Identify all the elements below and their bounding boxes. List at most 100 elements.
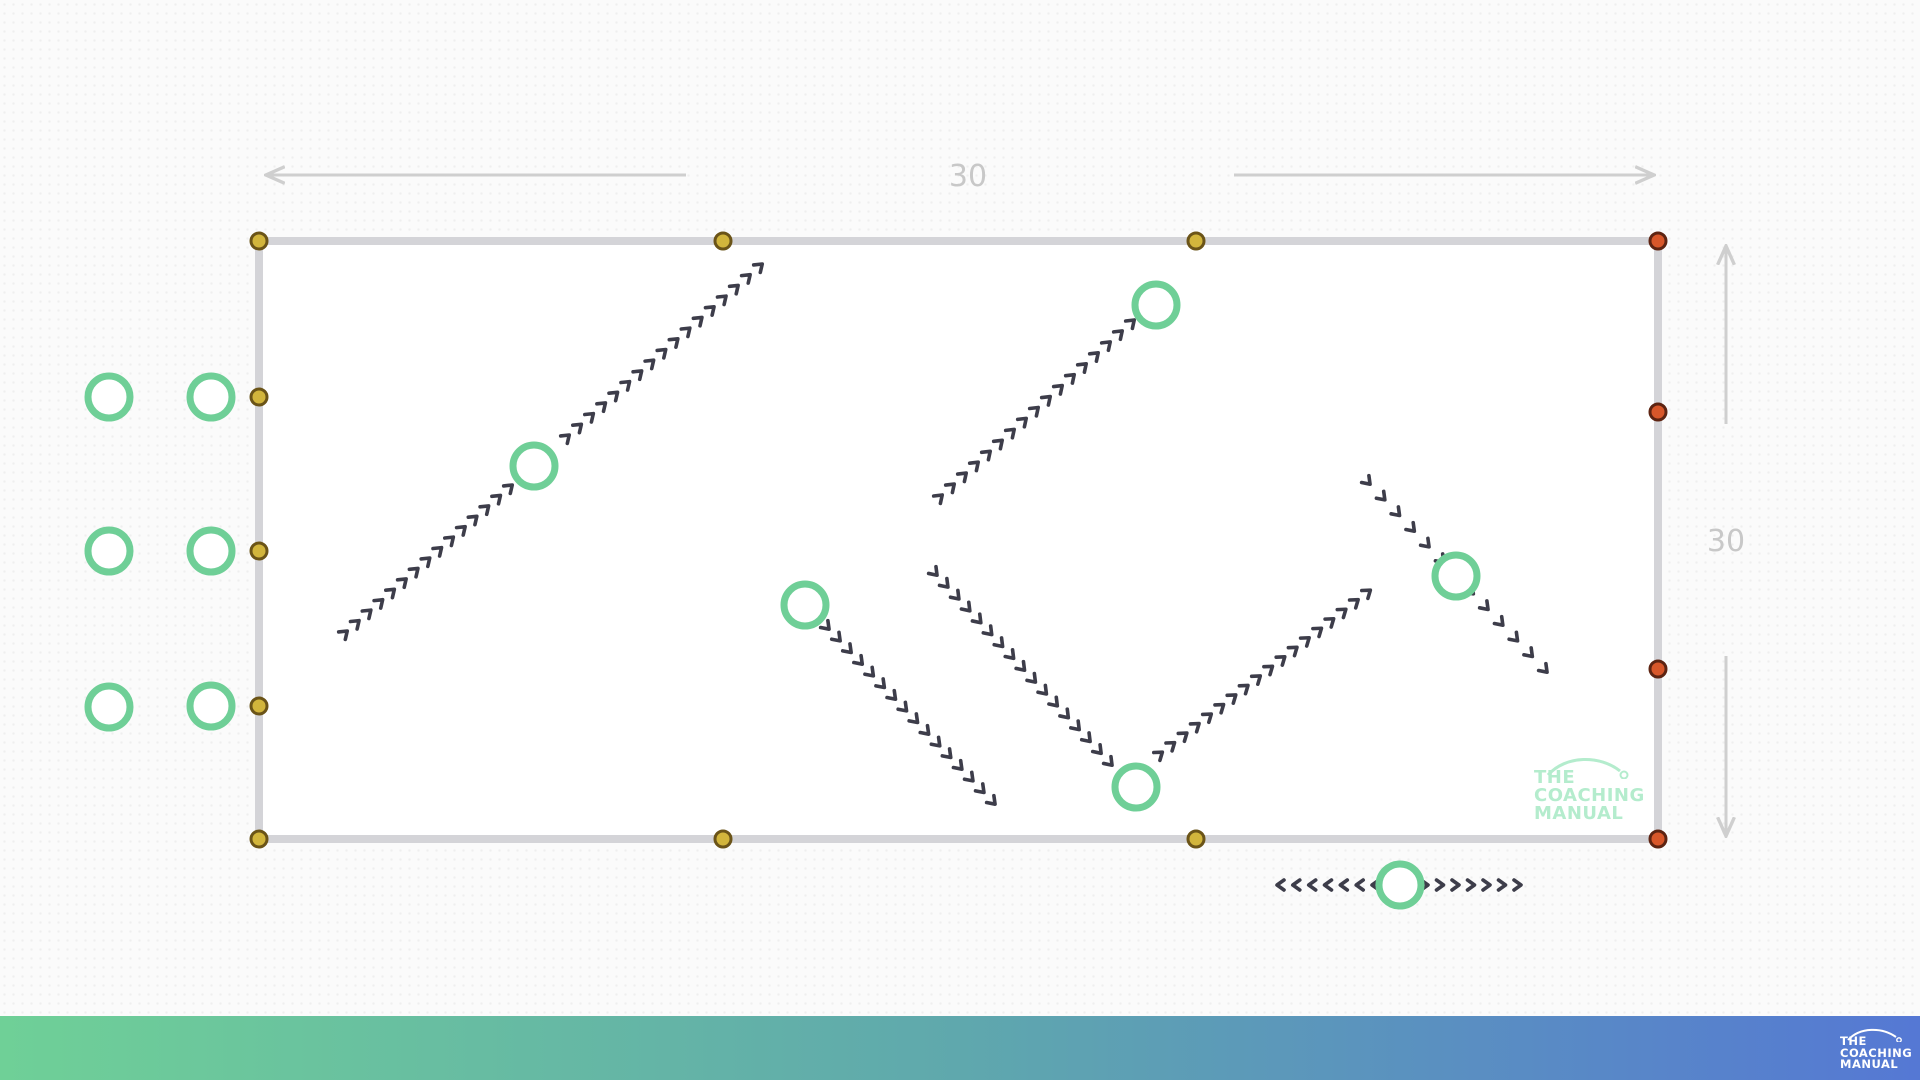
chevron-arrow-icon <box>1347 597 1360 610</box>
footer-gradient-bar <box>0 1016 1920 1080</box>
chevron-arrow-icon <box>1003 647 1016 661</box>
chevron-arrow-icon <box>1338 878 1350 892</box>
chevron-arrow-icon <box>1036 683 1049 696</box>
chevron-arrow-icon <box>1465 878 1477 892</box>
chevron-arrow-icon <box>739 272 752 285</box>
chevron-arrow-icon <box>1069 719 1082 732</box>
chevron-arrow-icon <box>1306 878 1318 892</box>
chevron-arrow-icon <box>1323 616 1336 629</box>
chevron-arrow-icon <box>691 315 704 328</box>
player-ring-icon <box>1375 860 1425 910</box>
chevron-arrow-icon <box>1496 878 1508 892</box>
chevron-arrow-icon <box>1051 383 1065 396</box>
field-logo-line2: COACHING <box>1534 785 1645 806</box>
chevron-arrow-icon <box>1274 655 1287 667</box>
chevron-arrow-icon <box>595 401 608 414</box>
chevron-arrow-icon <box>948 588 961 601</box>
corner-brand-logo: THE COACHING MANUAL <box>1840 1028 1912 1071</box>
player-ring-icon <box>1431 551 1481 601</box>
chevron-arrow-icon <box>1359 588 1373 601</box>
chevron-arrow-icon <box>943 482 957 495</box>
chevron-arrow-icon <box>395 577 408 590</box>
chevron-arrow-icon <box>926 564 939 578</box>
chevron-arrow-icon <box>896 700 909 713</box>
chevron-arrow-icon <box>1225 693 1238 706</box>
player-ring-icon <box>84 682 134 732</box>
chevron-arrow-icon <box>940 747 953 760</box>
chevron-arrow-icon <box>1522 646 1535 659</box>
chevron-arrow-icon <box>885 688 898 701</box>
chevron-arrow-icon <box>1079 731 1092 744</box>
chevron-arrow-icon <box>360 608 373 621</box>
chevron-arrow-icon <box>984 793 997 806</box>
chevron-arrow-icon <box>1311 626 1324 639</box>
chevron-arrow-icon <box>1075 361 1089 374</box>
chevron-arrow-icon <box>1027 405 1041 418</box>
chevron-arrow-icon <box>582 411 596 424</box>
player-ring-icon <box>1111 762 1161 812</box>
chevron-arrow-icon <box>383 587 397 600</box>
movement-trail <box>558 262 765 446</box>
field-logo-line1: THE <box>1534 767 1576 788</box>
player-ring-icon <box>84 526 134 576</box>
cones <box>249 231 1668 849</box>
player-ring-icon <box>780 580 830 630</box>
chevron-arrow-icon <box>372 597 385 610</box>
chevron-arrow-icon <box>818 618 831 631</box>
player-ring-icon <box>186 681 236 731</box>
field-logo-line3: MANUAL <box>1534 803 1624 824</box>
cone-orange-icon <box>1648 659 1668 679</box>
movement-trails <box>336 262 1549 892</box>
cone-yellow-icon <box>249 541 269 561</box>
chevron-arrow-icon <box>478 504 491 517</box>
chevron-arrow-icon <box>667 337 680 349</box>
chevron-arrow-icon <box>1404 520 1417 533</box>
cone-yellow-icon <box>249 387 269 407</box>
chevron-arrow-icon <box>1477 599 1490 612</box>
corner-logo-line3: MANUAL <box>1840 1057 1899 1071</box>
chevron-arrow-icon <box>1512 878 1523 892</box>
chevron-arrow-icon <box>1099 340 1113 353</box>
chevron-arrow-icon <box>1507 630 1520 643</box>
chevron-arrow-icon <box>607 390 620 403</box>
chevron-arrow-icon <box>1389 505 1402 518</box>
chevron-arrow-icon <box>907 712 920 725</box>
movement-trail <box>818 618 997 806</box>
chevron-arrow-icon <box>679 326 692 339</box>
chevron-arrow-icon <box>951 758 964 771</box>
chevron-arrow-icon <box>703 305 716 317</box>
movement-trail <box>1275 878 1381 892</box>
chevron-arrow-icon <box>1481 878 1492 892</box>
chevron-arrow-icon <box>979 449 993 462</box>
chevron-arrow-icon <box>558 433 572 446</box>
chevron-arrow-icon <box>931 493 945 506</box>
cone-yellow-icon <box>249 231 269 251</box>
chevron-arrow-icon <box>1039 394 1053 407</box>
chevron-arrow-icon <box>1123 318 1137 331</box>
cone-yellow-icon <box>1186 231 1206 251</box>
chevron-arrow-icon <box>874 677 887 690</box>
player-ring-icon <box>186 526 236 576</box>
chevron-arrow-icon <box>959 600 972 613</box>
player-ring-icon <box>186 372 236 422</box>
movement-trail <box>1151 588 1373 763</box>
chevron-arrow-icon <box>967 460 981 473</box>
chevron-arrow-icon <box>1176 731 1189 744</box>
cone-orange-icon <box>1648 231 1668 251</box>
players <box>84 280 1481 910</box>
chevron-arrow-icon <box>1374 489 1387 502</box>
chevron-arrow-icon <box>631 369 644 382</box>
chevron-arrow-icon <box>454 524 467 537</box>
cone-yellow-icon <box>713 231 733 251</box>
chevron-arrow-icon <box>1418 536 1431 549</box>
chevron-arrow-icon <box>840 642 853 655</box>
chevron-arrow-icon <box>1003 427 1017 440</box>
chevron-arrow-icon <box>1262 664 1275 677</box>
cone-yellow-icon <box>249 829 269 849</box>
chevron-arrow-icon <box>852 653 865 666</box>
chevron-arrow-icon <box>973 782 986 795</box>
chevron-arrow-icon <box>1047 695 1060 708</box>
chevron-arrow-icon <box>1322 878 1334 892</box>
player-ring-icon <box>84 372 134 422</box>
